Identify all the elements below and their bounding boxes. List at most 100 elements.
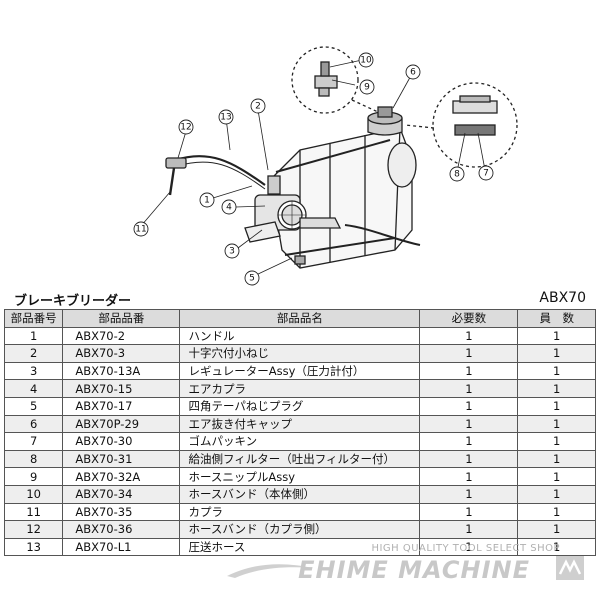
cell-part-code: ABX70-15 bbox=[62, 379, 181, 398]
product-title: ブレーキブリーダー bbox=[14, 294, 132, 309]
cell-required: 1 bbox=[419, 396, 519, 416]
cell-required: 1 bbox=[419, 502, 519, 522]
cell-part-code: ABX70P-29 bbox=[62, 414, 181, 434]
brand-emblem-icon bbox=[556, 556, 584, 580]
cell-required: 1 bbox=[419, 537, 519, 557]
cell-part-code: ABX70-34 bbox=[62, 484, 181, 504]
cell-quantity: 1 bbox=[517, 484, 596, 504]
callout-circle-6 bbox=[405, 64, 421, 80]
cell-part-code: ABX70-17 bbox=[62, 396, 181, 416]
callout-circle-5 bbox=[244, 270, 260, 286]
callout-label-3: 3 bbox=[229, 247, 235, 257]
cell-part-name: ホースバンド（カプラ側） bbox=[179, 520, 421, 539]
cell-part-code: ABX70-36 bbox=[62, 520, 181, 539]
cell-part-code: ABX70-35 bbox=[62, 502, 181, 522]
col-header-quantity: 員 数 bbox=[517, 309, 596, 328]
cell-quantity: 1 bbox=[517, 432, 596, 451]
callout-label-13: 13 bbox=[220, 113, 231, 123]
col-header-required: 必要数 bbox=[419, 309, 519, 328]
cell-quantity: 1 bbox=[517, 449, 596, 469]
callout-circle-7 bbox=[478, 165, 494, 181]
model-number: ABX70 bbox=[539, 290, 586, 306]
cell-quantity: 1 bbox=[517, 502, 596, 522]
callout-circle-2 bbox=[250, 98, 266, 114]
callout-label-5: 5 bbox=[249, 274, 255, 284]
cell-required: 1 bbox=[419, 326, 519, 346]
cell-part-no: 4 bbox=[3, 379, 64, 398]
cell-quantity: 1 bbox=[517, 361, 596, 381]
col-header-part-code: 部品品番 bbox=[62, 309, 181, 328]
cell-part-no: 3 bbox=[3, 361, 64, 381]
cell-quantity: 1 bbox=[517, 537, 596, 557]
cell-required: 1 bbox=[419, 484, 519, 504]
cell-part-no: 12 bbox=[3, 520, 64, 539]
cell-quantity: 1 bbox=[517, 396, 596, 416]
callout-circle-1 bbox=[199, 192, 215, 208]
cell-part-name: エア抜き付キャップ bbox=[179, 414, 421, 434]
cell-part-no: 6 bbox=[3, 414, 64, 434]
cell-required: 1 bbox=[419, 432, 519, 451]
callout-label-10: 10 bbox=[360, 56, 372, 66]
table-header-row: 部品番号 部品品番 部品品名 必要数 員 数 bbox=[3, 309, 596, 328]
cell-part-no: 7 bbox=[3, 432, 64, 451]
cell-part-code: ABX70-L1 bbox=[62, 537, 181, 557]
callout-circle-10 bbox=[358, 52, 374, 68]
callout-label-1: 1 bbox=[204, 196, 210, 206]
cell-part-no: 5 bbox=[3, 396, 64, 416]
cell-part-code: ABX70-31 bbox=[62, 449, 181, 469]
callout-circle-12 bbox=[178, 119, 194, 135]
cell-required: 1 bbox=[419, 520, 519, 539]
cell-required: 1 bbox=[419, 361, 519, 381]
callout-label-7: 7 bbox=[483, 169, 489, 179]
cell-part-name: レギュレーターAssy（圧力計付） bbox=[179, 361, 421, 381]
callout-label-9: 9 bbox=[364, 83, 370, 93]
cell-required: 1 bbox=[419, 467, 519, 486]
cell-quantity: 1 bbox=[517, 520, 596, 539]
cell-part-code: ABX70-30 bbox=[62, 432, 181, 451]
cell-part-no: 11 bbox=[3, 502, 64, 522]
watermark-brand: EHIME MACHINE bbox=[298, 556, 530, 584]
cell-quantity: 1 bbox=[517, 379, 596, 398]
cell-part-name: カプラ bbox=[179, 502, 421, 522]
cell-required: 1 bbox=[419, 449, 519, 469]
swoosh-logo-icon bbox=[227, 564, 313, 578]
cell-part-name: ゴムパッキン bbox=[179, 432, 421, 451]
cell-part-code: ABX70-3 bbox=[62, 344, 181, 363]
cell-part-name: ハンドル bbox=[179, 326, 421, 346]
callout-circle-9 bbox=[359, 79, 375, 95]
callout-circle-11 bbox=[133, 221, 149, 237]
cell-quantity: 1 bbox=[517, 326, 596, 346]
cell-part-no: 9 bbox=[3, 467, 64, 486]
callout-label-4: 4 bbox=[226, 203, 232, 213]
cell-quantity: 1 bbox=[517, 414, 596, 434]
cell-required: 1 bbox=[419, 414, 519, 434]
cell-part-no: 2 bbox=[3, 344, 64, 363]
callout-circle-13 bbox=[218, 109, 234, 125]
cell-part-no: 1 bbox=[3, 326, 64, 346]
callout-circle-4 bbox=[221, 199, 237, 215]
callout-label-2: 2 bbox=[255, 102, 261, 112]
cell-part-name: 圧送ホース bbox=[179, 537, 421, 557]
cell-part-name: エアカプラ bbox=[179, 379, 421, 398]
cell-part-no: 8 bbox=[3, 449, 64, 469]
cell-part-no: 13 bbox=[3, 537, 64, 557]
cell-part-name: 給油側フィルター（吐出フィルター付） bbox=[179, 449, 421, 469]
cell-part-name: 四角テーパねじプラグ bbox=[179, 396, 421, 416]
cell-quantity: 1 bbox=[517, 344, 596, 363]
cell-required: 1 bbox=[419, 379, 519, 398]
cell-required: 1 bbox=[419, 344, 519, 363]
callout-circle-3 bbox=[224, 243, 240, 259]
callout-label-11: 11 bbox=[135, 225, 146, 235]
cell-part-name: ホースバンド（本体側） bbox=[179, 484, 421, 504]
cell-part-code: ABX70-13A bbox=[62, 361, 181, 381]
cell-quantity: 1 bbox=[517, 467, 596, 486]
